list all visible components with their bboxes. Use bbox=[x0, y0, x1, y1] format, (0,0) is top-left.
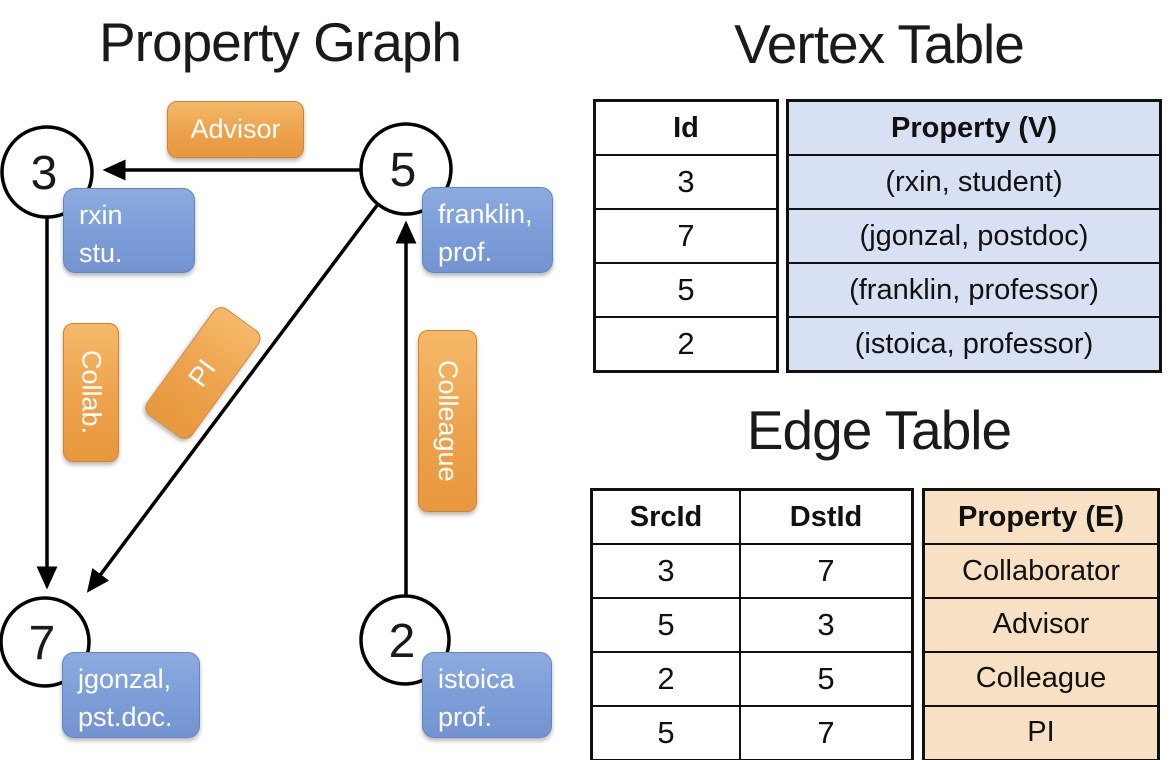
vertex-id-cell: 7 bbox=[593, 208, 779, 264]
edge-table-header-property: Property (E) bbox=[922, 488, 1160, 546]
edge-table-title: Edge Table bbox=[746, 399, 1012, 461]
vertex-label-franklin: franklin, prof. bbox=[422, 187, 553, 273]
table-row: 2 5 bbox=[590, 651, 914, 707]
vertex-table-title: Vertex Table bbox=[734, 13, 1025, 75]
edge-property-cell: Collaborator bbox=[922, 543, 1160, 599]
edge-property-cell: PI bbox=[922, 704, 1160, 760]
vertex-table-header-property: Property (V) bbox=[786, 99, 1162, 156]
table-row: 5 3 bbox=[590, 597, 914, 653]
table-row: (franklin, professor) bbox=[786, 262, 1162, 318]
edge-label-pi-text: PI bbox=[182, 353, 223, 392]
edge-label-collab: Collab. bbox=[63, 323, 119, 462]
vertex-label-rxin: rxin stu. bbox=[63, 188, 195, 273]
edge-srcid-cell: 5 bbox=[590, 705, 741, 760]
table-row: Colleague bbox=[922, 650, 1160, 707]
node-3-id: 3 bbox=[31, 147, 58, 200]
vertex-id-cell: 5 bbox=[593, 262, 779, 318]
node-7-id: 7 bbox=[29, 617, 56, 670]
edge-srcid-cell: 3 bbox=[590, 543, 741, 599]
vertex-id-cell: 3 bbox=[593, 154, 779, 210]
vertex-table-property-column: Property (V) (rxin, student) (jgonzal, p… bbox=[786, 99, 1162, 373]
table-row: 7 bbox=[593, 208, 779, 264]
vertex-table: Id 3 7 5 2 Property (V) (rxin, student) … bbox=[593, 99, 1162, 373]
vertex-property-cell: (istoica, professor) bbox=[786, 316, 1162, 373]
edge-label-advisor-text: Advisor bbox=[190, 114, 281, 144]
edge-table-header-dstid: DstId bbox=[739, 488, 914, 545]
table-row: 5 bbox=[593, 262, 779, 318]
vertex-property-cell: (jgonzal, postdoc) bbox=[786, 208, 1162, 264]
node-5-id: 5 bbox=[390, 144, 417, 197]
vertex-table-id-column: Id 3 7 5 2 bbox=[593, 99, 779, 373]
table-row: Collaborator bbox=[922, 543, 1160, 599]
vertex-label-jgonzal: jgonzal, pst.doc. bbox=[62, 652, 200, 738]
edge-srcid-cell: 5 bbox=[590, 597, 741, 653]
vertex-label-jgonzal-line2: pst.doc. bbox=[78, 701, 173, 732]
edge-dstid-cell: 3 bbox=[739, 597, 914, 653]
vertex-label-istoica: istoica prof. bbox=[422, 652, 552, 738]
edge-label-colleague: Colleague bbox=[418, 330, 477, 512]
edge-property-cell: Colleague bbox=[922, 650, 1160, 707]
vertex-label-franklin-line2: prof. bbox=[438, 236, 493, 267]
edge-label-colleague-text: Colleague bbox=[433, 360, 463, 482]
vertex-property-cell: (franklin, professor) bbox=[786, 262, 1162, 318]
vertex-property-cell: (rxin, student) bbox=[786, 154, 1162, 210]
vertex-label-jgonzal-line1: jgonzal, bbox=[78, 664, 172, 694]
edge-table-header-srcid: SrcId bbox=[590, 488, 741, 545]
edge-pi-5-to-7 bbox=[86, 202, 380, 593]
edge-dstid-cell: 7 bbox=[739, 543, 914, 599]
table-row: 3 7 bbox=[590, 543, 914, 599]
edge-dstid-cell: 5 bbox=[739, 651, 914, 707]
vertex-label-istoica-line2: prof. bbox=[438, 701, 493, 732]
edge-dstid-cell: 7 bbox=[739, 705, 914, 760]
table-row: PI bbox=[922, 704, 1160, 760]
edge-table: SrcId DstId 3 7 5 3 2 5 5 7 Property (E)… bbox=[590, 488, 1160, 760]
table-row: 5 7 bbox=[590, 705, 914, 760]
vertex-label-franklin-line1: franklin, bbox=[438, 199, 533, 229]
edge-property-cell: Advisor bbox=[922, 597, 1160, 653]
vertex-label-istoica-line1: istoica bbox=[438, 664, 515, 694]
vertex-table-header-id: Id bbox=[593, 99, 779, 156]
vertex-label-rxin-line2: stu. bbox=[79, 237, 123, 268]
property-graph-title: Property Graph bbox=[98, 11, 462, 73]
vertex-id-cell: 2 bbox=[593, 316, 779, 373]
table-row: Advisor bbox=[922, 597, 1160, 653]
edge-label-advisor: Advisor bbox=[167, 101, 304, 158]
table-row: 2 bbox=[593, 316, 779, 373]
edge-table-id-columns: SrcId DstId 3 7 5 3 2 5 5 7 bbox=[590, 488, 914, 760]
edge-label-collab-text: Collab. bbox=[76, 350, 107, 435]
table-row: (istoica, professor) bbox=[786, 316, 1162, 373]
edge-table-property-column: Property (E) Collaborator Advisor Collea… bbox=[922, 488, 1160, 760]
vertex-label-rxin-line1: rxin bbox=[79, 200, 123, 230]
node-2-id: 2 bbox=[389, 615, 416, 668]
table-row: (jgonzal, postdoc) bbox=[786, 208, 1162, 264]
table-row: 3 bbox=[593, 154, 779, 210]
edge-srcid-cell: 2 bbox=[590, 651, 741, 707]
table-row: (rxin, student) bbox=[786, 154, 1162, 210]
